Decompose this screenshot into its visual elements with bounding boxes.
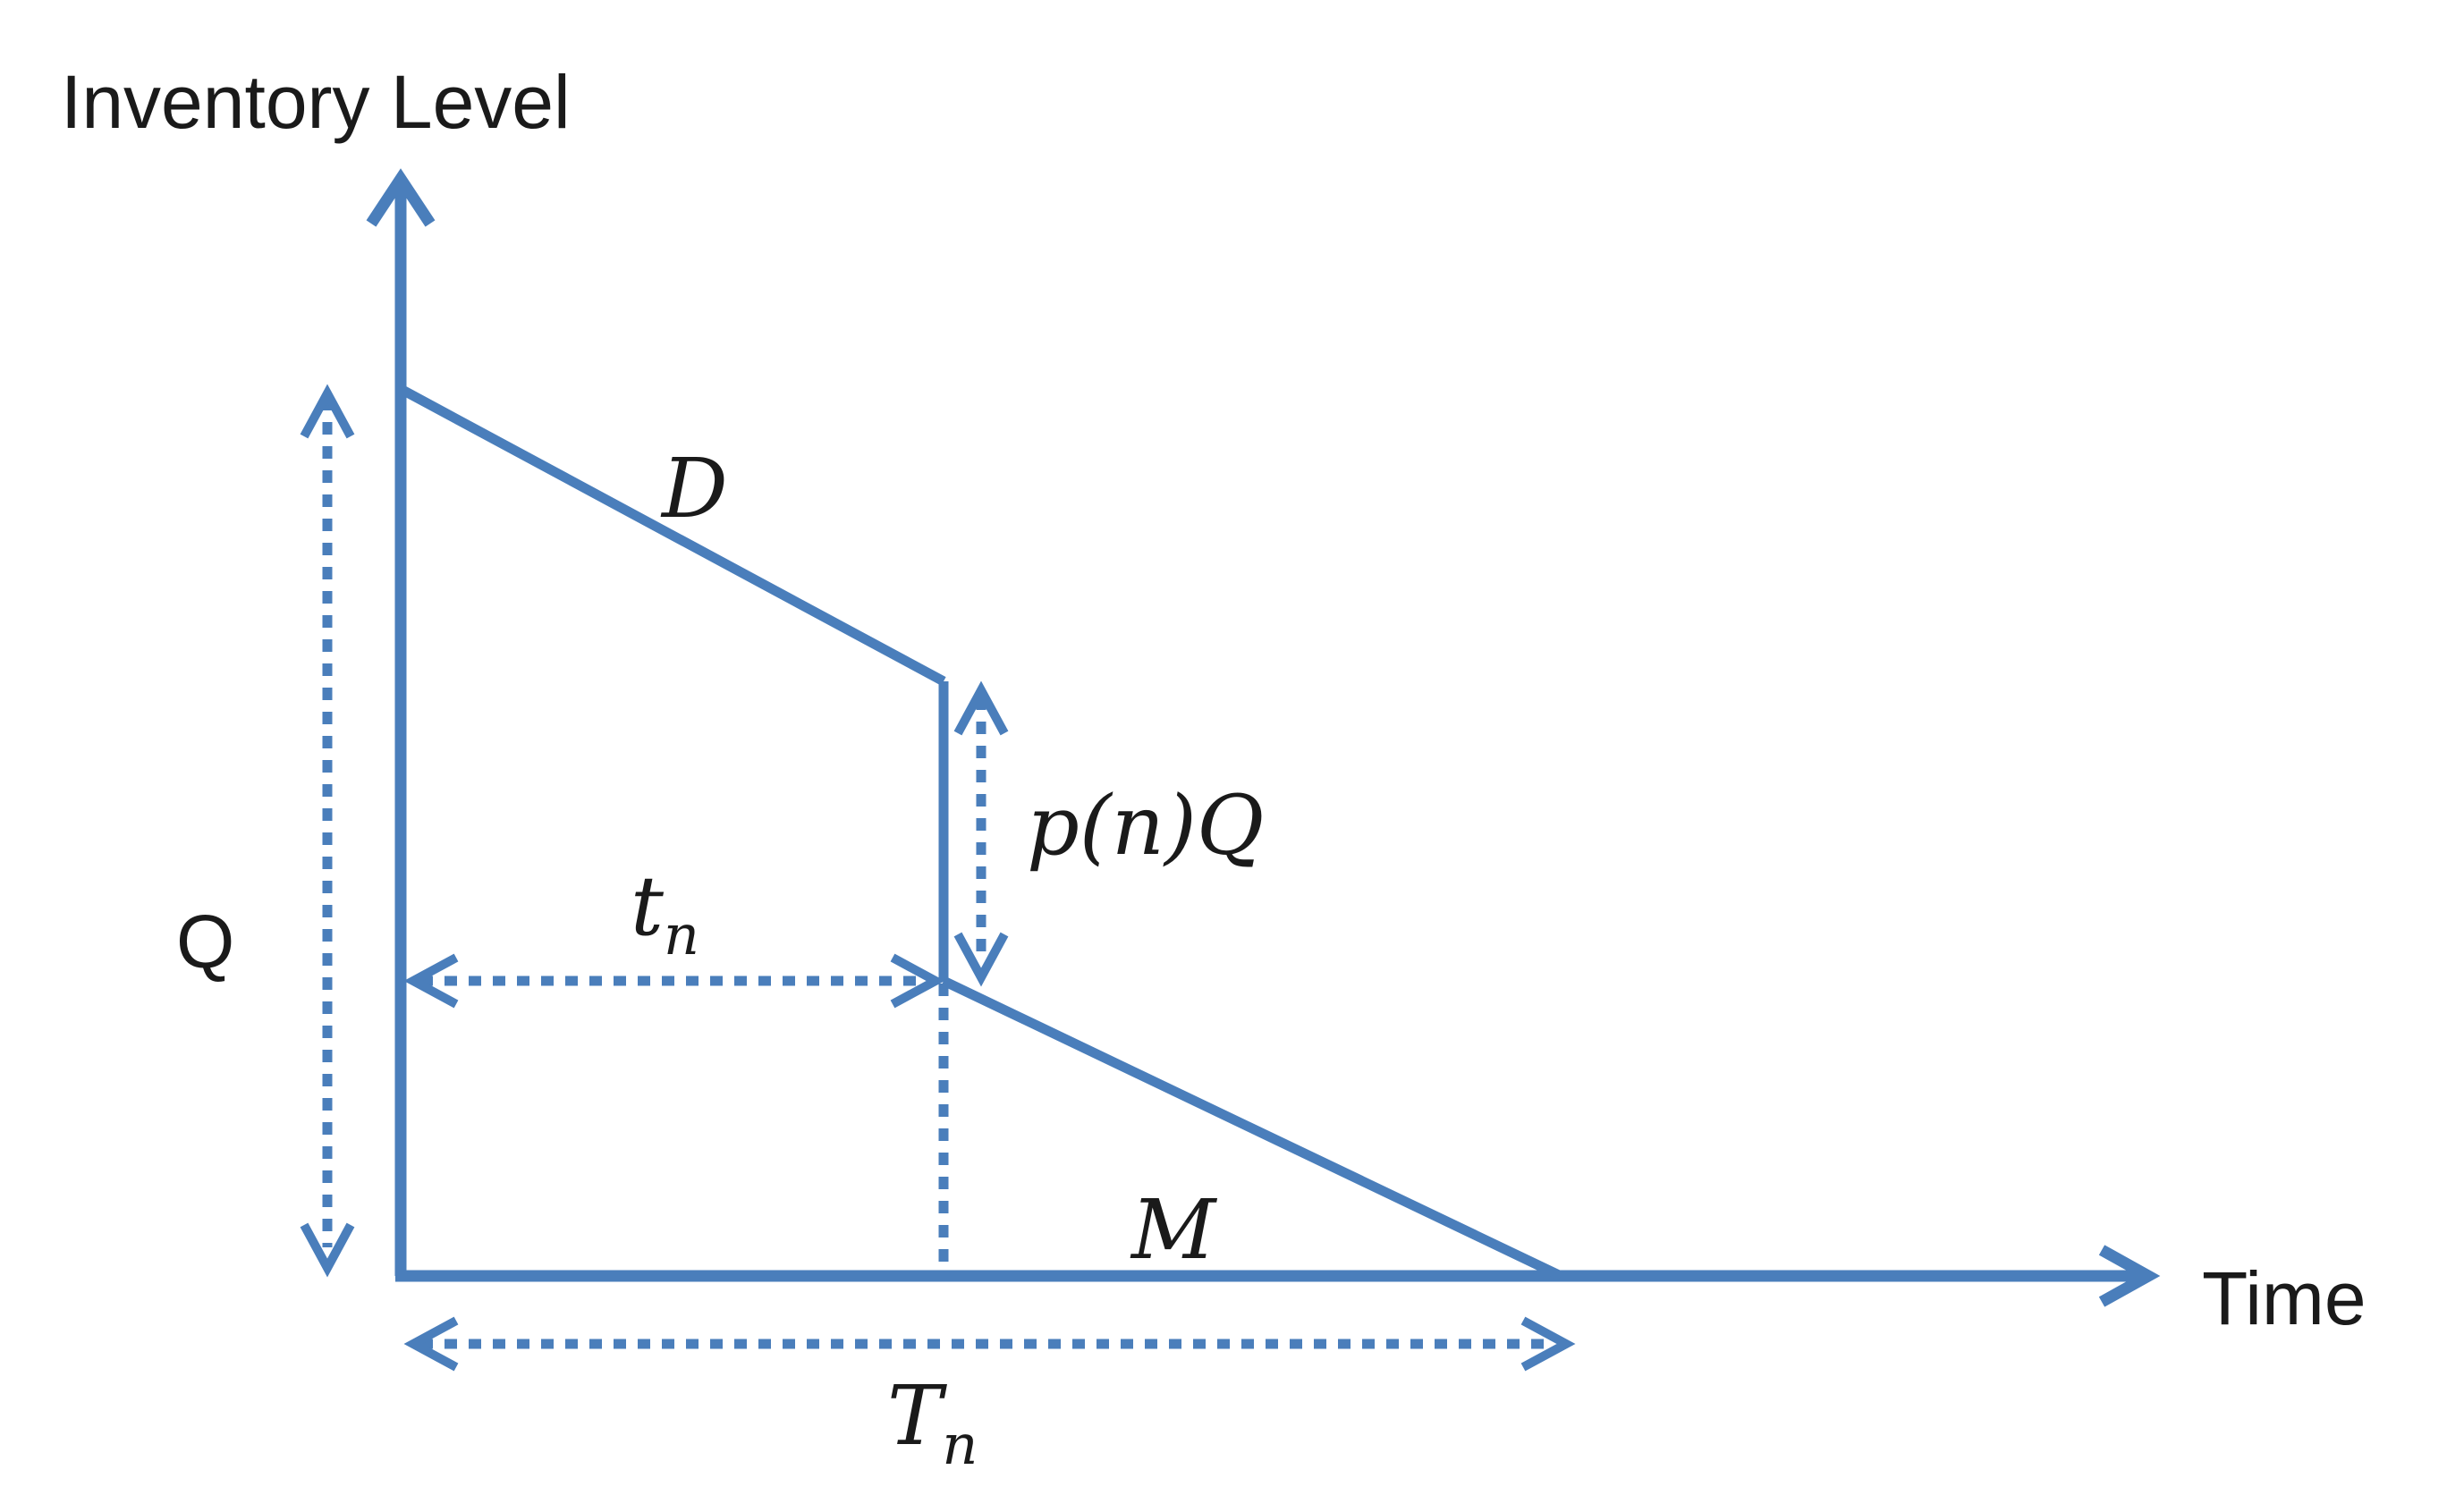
y-axis-arrowhead bbox=[366, 168, 436, 227]
tn-arrowhead-left bbox=[403, 953, 459, 1009]
x-axis-title: Time bbox=[2202, 1256, 2367, 1340]
tn-arrowhead-right bbox=[890, 953, 945, 1009]
Tn-label-main: T bbox=[887, 1368, 947, 1464]
tn-label-sub: n bbox=[664, 902, 699, 967]
x-axis-arrowhead bbox=[2098, 1245, 2161, 1307]
Tn-arrowhead-left bbox=[403, 1316, 459, 1372]
pn-label: p(n)Q bbox=[1027, 778, 1264, 874]
q-label: Q bbox=[176, 900, 234, 984]
Tn-label: Tn bbox=[887, 1368, 978, 1477]
demand-line-lower bbox=[941, 976, 1563, 1280]
y-axis-title: Inventory Level bbox=[61, 60, 571, 144]
q-arrowhead-bottom bbox=[300, 1222, 355, 1278]
Tn-label-sub: n bbox=[942, 1412, 978, 1477]
tn-label: tn bbox=[631, 858, 699, 967]
q-arrowhead-top bbox=[300, 384, 355, 439]
Tn-arrowhead-right bbox=[1520, 1316, 1576, 1372]
demand-label: D bbox=[660, 441, 728, 536]
m-label: M bbox=[1130, 1182, 1218, 1278]
demand-line-upper bbox=[398, 384, 946, 686]
pn-arrowhead-bottom bbox=[953, 932, 1009, 987]
pn-arrowhead-top bbox=[953, 680, 1009, 736]
tn-label-main: t bbox=[631, 858, 665, 954]
